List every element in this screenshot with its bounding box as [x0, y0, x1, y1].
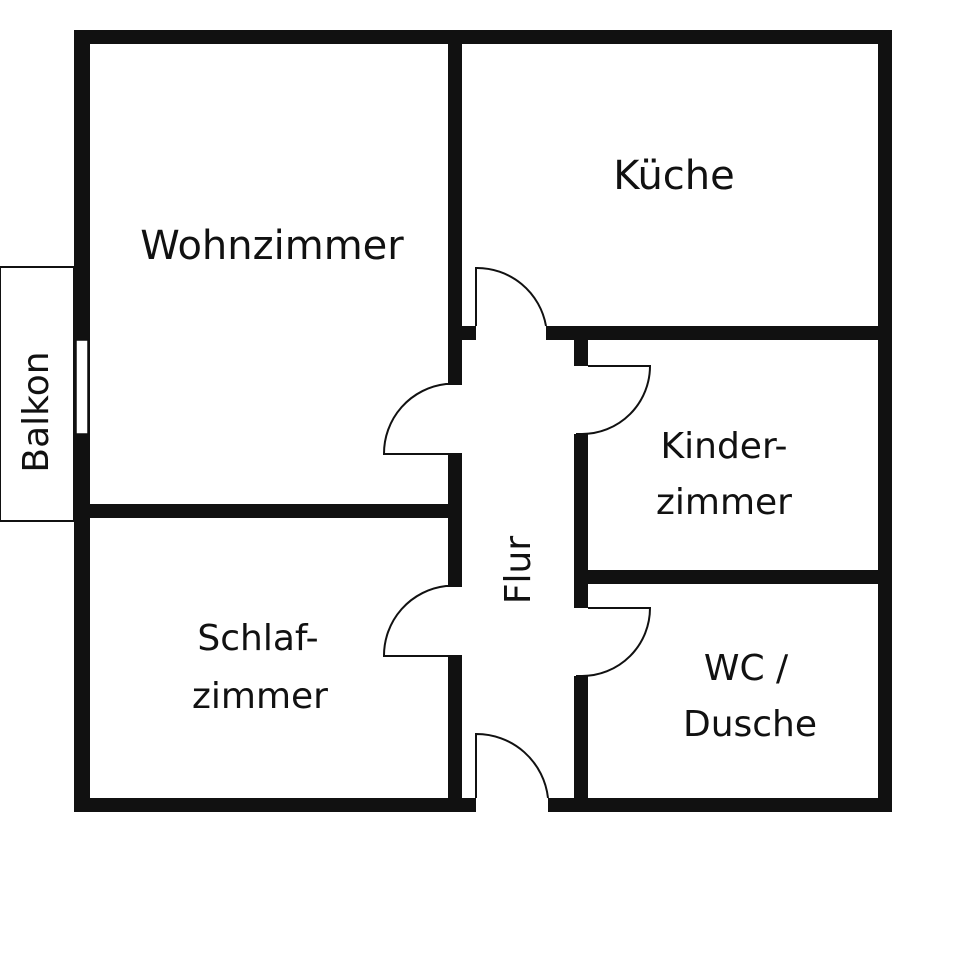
label-kueche: Küche [613, 153, 735, 199]
door-entrance [475, 732, 549, 799]
door-kueche [475, 266, 547, 327]
label-flur: Flur [498, 536, 539, 605]
label-wc-line2: Dusche [683, 704, 817, 745]
outer-wall-top [74, 30, 892, 44]
door-gap-kueche [476, 324, 546, 342]
door-wc [576, 607, 652, 677]
wall-kinderzimmer-wc [574, 570, 892, 584]
label-wc-line1: WC / [704, 648, 789, 689]
label-schlafzimmer-line1: Schlaf- [197, 618, 318, 659]
label-wohnzimmer: Wohnzimmer [140, 223, 404, 269]
label-kinderzimmer-line2: zimmer [656, 482, 792, 523]
door-gap-entrance [476, 796, 548, 814]
outer-wall-right [878, 30, 892, 812]
wall-kueche-bottom [448, 326, 892, 340]
label-balkon: Balkon [16, 351, 57, 472]
door-wohnzimmer [382, 383, 462, 455]
wall-wohnzimmer-schlafzimmer [74, 504, 462, 518]
door-schlafzimmer [382, 585, 462, 657]
balcony-window [75, 339, 89, 435]
label-schlafzimmer-line2: zimmer [192, 676, 328, 717]
label-kinderzimmer-line1: Kinder- [661, 426, 788, 467]
wall-flur-east [574, 326, 588, 812]
balcony-outline [0, 266, 75, 522]
door-kinderzimmer [576, 365, 652, 435]
